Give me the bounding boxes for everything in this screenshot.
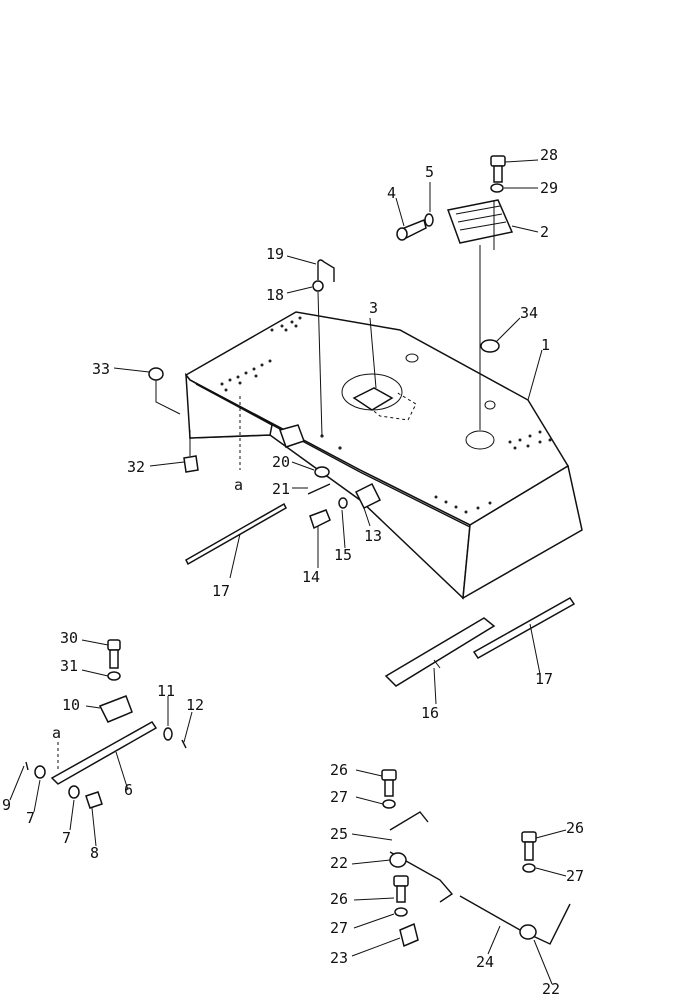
rod-17-left (185, 502, 287, 566)
callout-8: 8 (90, 844, 99, 862)
callout-18: 18 (266, 286, 284, 304)
callout-27-mid: 27 (330, 919, 348, 937)
callout-26-top: 26 (330, 761, 348, 779)
reference-mark-a-upper: a (234, 476, 243, 494)
callout-31: 31 (60, 657, 78, 675)
rod-17-right (472, 597, 576, 659)
nut-bolt-left (148, 367, 199, 473)
callout-23: 23 (330, 949, 348, 967)
hinge-assembly (396, 155, 514, 430)
callout-26-mid: 26 (330, 890, 348, 908)
callout-11: 11 (157, 682, 175, 700)
callout-29: 29 (540, 179, 558, 197)
rail-16 (384, 617, 496, 687)
callout-2: 2 (540, 223, 549, 241)
callout-22-right: 22 (542, 980, 560, 998)
callout-20: 20 (272, 453, 290, 471)
callout-7-right: 7 (62, 829, 71, 847)
callout-16: 16 (421, 704, 439, 722)
callout-17-left: 17 (212, 582, 230, 600)
leader-lines (9, 159, 567, 985)
callout-25: 25 (330, 825, 348, 843)
callout-32: 32 (127, 458, 145, 476)
link-assembly (25, 639, 187, 809)
callout-30: 30 (60, 629, 78, 647)
callout-26-right: 26 (566, 819, 584, 837)
callout-labels: 28 29 2 4 5 19 18 3 34 1 33 32 20 21 13 … (2, 146, 584, 998)
hook-assembly (307, 259, 335, 495)
callout-4: 4 (387, 184, 396, 202)
callout-33: 33 (92, 360, 110, 378)
callout-14: 14 (302, 568, 320, 586)
callout-17-right: 17 (535, 670, 553, 688)
callout-27-top: 27 (330, 788, 348, 806)
callout-34: 34 (520, 304, 538, 322)
callout-13: 13 (364, 527, 382, 545)
callout-7-left: 7 (26, 809, 35, 827)
callout-19: 19 (266, 245, 284, 263)
callout-28: 28 (540, 146, 558, 164)
callout-5: 5 (425, 163, 434, 181)
callout-22-left: 22 (330, 854, 348, 872)
callout-12: 12 (186, 696, 204, 714)
callout-27-right: 27 (566, 867, 584, 885)
latch-assembly (309, 482, 382, 540)
linkage-rods (381, 769, 571, 948)
cover-panel (184, 311, 583, 600)
callout-6: 6 (124, 781, 133, 799)
callout-1: 1 (541, 336, 550, 354)
reference-mark-a-lower: a (52, 724, 61, 742)
callout-15: 15 (334, 546, 352, 564)
callout-10: 10 (62, 696, 80, 714)
callout-3: 3 (369, 299, 378, 317)
callout-24: 24 (476, 953, 494, 971)
callout-21: 21 (272, 480, 290, 498)
callout-9: 9 (2, 796, 11, 814)
